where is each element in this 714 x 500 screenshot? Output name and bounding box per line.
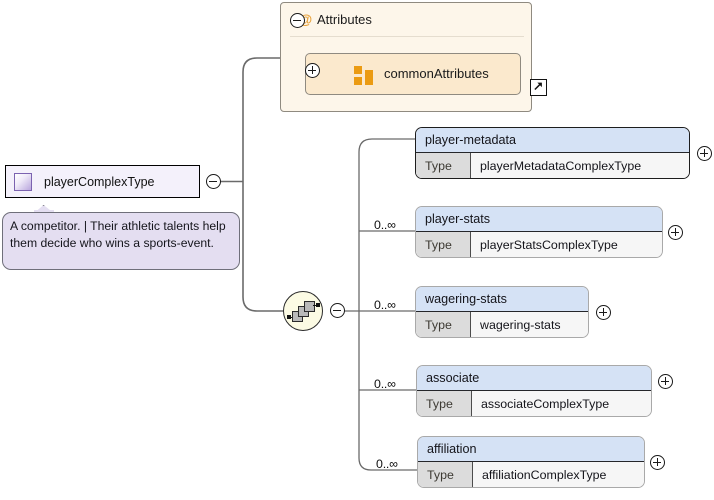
type-value-label: associateComplexType [481,396,610,411]
sequence-collapse-minus-icon[interactable] [330,303,345,318]
element-type-row-wagering-stats: Type wagering-stats [416,312,588,337]
cardinality-affiliation: 0..∞ [376,457,398,471]
expand-plus-icon-wagering-stats[interactable] [596,305,611,320]
expand-plus-icon-affiliation[interactable] [650,455,665,470]
element-box-wagering-stats[interactable]: wagering-stats Type wagering-stats [415,286,589,338]
element-name-wagering-stats: wagering-stats [416,287,588,312]
element-type-row-player-stats: Type playerStatsComplexType [416,232,662,257]
type-key-label: Type [416,232,471,257]
element-box-player-metadata[interactable]: player-metadata Type playerMetadataCompl… [415,127,690,179]
root-complextype-box[interactable]: playerComplexType [5,165,200,198]
cardinality-player-stats: 0..∞ [374,218,396,232]
element-type-row-affiliation: Type affiliationComplexType [418,462,644,487]
root-complextype-label: playerComplexType [44,174,155,189]
attributes-panel-title: Attributes [317,12,372,27]
sequence-lead-right [313,304,317,306]
type-key-label: Type [416,312,471,337]
attributes-panel: @ Attributes commonAttributes [280,2,547,112]
sequence-dot-left [287,315,291,319]
element-box-associate[interactable]: associate Type associateComplexType [416,365,652,417]
attributes-divider [290,36,524,37]
element-type-row-player-metadata: Type playerMetadataComplexType [416,153,689,178]
complextype-swatch-icon [14,172,32,191]
element-name-player-metadata: player-metadata [416,128,689,153]
cardinality-wagering-stats: 0..∞ [374,298,396,312]
type-key-label: Type [418,462,473,487]
annotation-bubble: A competitor. | Their athletic talents h… [2,212,240,270]
cardinality-associate: 0..∞ [374,377,396,391]
type-value-label: playerMetadataComplexType [480,158,642,173]
sequence-square-3 [304,301,315,312]
root-collapse-minus-icon[interactable] [206,174,221,189]
element-name-affiliation: affiliation [418,437,644,462]
attribute-group-label: commonAttributes [384,66,489,81]
external-link-arrow-icon[interactable] [530,79,547,96]
type-key-label: Type [417,391,472,416]
expand-plus-icon-player-metadata[interactable] [697,146,712,161]
element-name-player-stats: player-stats [416,207,662,232]
expand-plus-icon-player-stats[interactable] [668,225,683,240]
sequence-dot-right [316,303,320,307]
attribute-group-icon [354,66,374,85]
element-type-row-associate: Type associateComplexType [417,391,651,416]
type-value-label: playerStatsComplexType [480,237,618,252]
expand-plus-icon-associate[interactable] [658,374,673,389]
element-box-player-stats[interactable]: player-stats Type playerStatsComplexType [415,206,663,258]
attribute-group-item[interactable]: commonAttributes [305,53,547,96]
type-key-label: Type [416,153,471,178]
type-value-label: affiliationComplexType [482,467,607,482]
attribute-group-expand-plus-icon[interactable] [305,63,320,78]
attributes-collapse-minus-icon[interactable] [290,13,305,28]
sequence-icon[interactable] [283,291,323,331]
type-value-label: wagering-stats [480,317,561,332]
element-name-associate: associate [417,366,651,391]
element-box-affiliation[interactable]: affiliation Type affiliationComplexType [417,436,645,488]
